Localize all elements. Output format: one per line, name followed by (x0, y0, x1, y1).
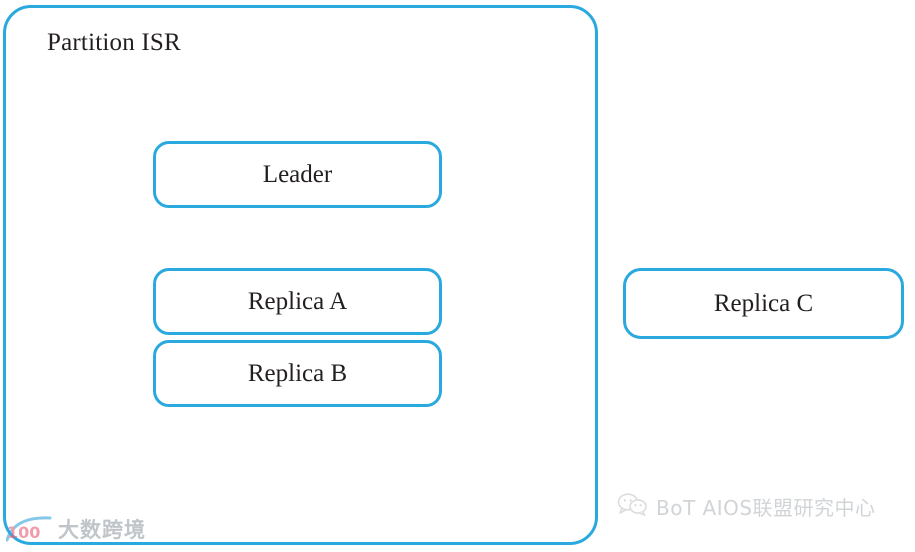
node-replica-c-label: Replica C (713, 289, 814, 317)
watermark-bottom-right-text: BoT AIOS联盟研究中心 (656, 496, 876, 520)
node-leader-label: Leader (262, 160, 333, 188)
watermark-bottom-right: BoT AIOS联盟研究中心 (617, 492, 876, 521)
node-replica-b-label: Replica B (247, 359, 348, 387)
partition-isr-title: Partition ISR (47, 29, 181, 56)
node-replica-b: Replica B (153, 340, 442, 407)
wechat-icon (617, 492, 647, 521)
node-replica-c: Replica C (623, 268, 904, 339)
partition-isr-container: Partition ISR (3, 5, 598, 545)
node-replica-a: Replica A (153, 268, 442, 335)
node-replica-a-label: Replica A (247, 287, 348, 315)
node-leader: Leader (153, 141, 442, 208)
